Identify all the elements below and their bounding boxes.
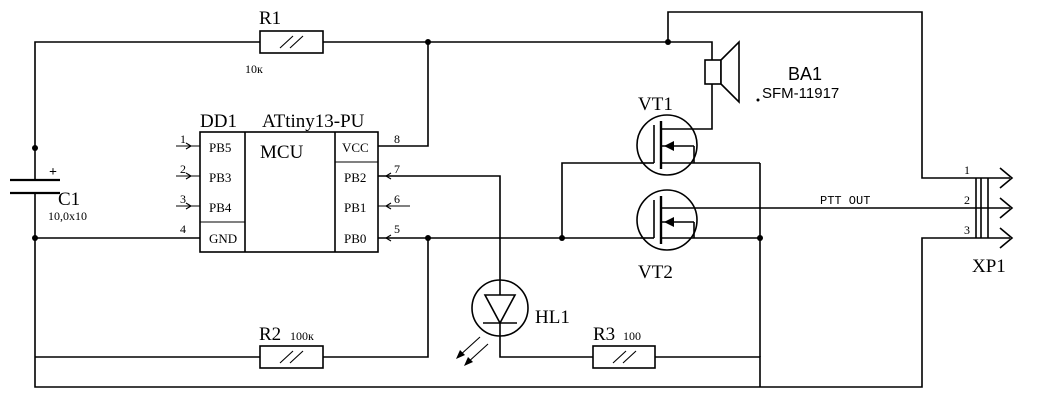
junction-dot [425,39,431,45]
pin-name: GND [209,231,237,246]
resistor-r2: R2 100к [259,324,324,369]
xp1-ref: XP1 [972,256,1006,277]
net-label-ptt-out: PTT OUT [820,194,870,208]
pin-number: 8 [394,132,400,146]
wire-top-rail [34,41,260,148]
junction-dot [757,235,763,241]
c1-value: 10,0х10 [48,209,87,223]
xp1-pin-3: 3 [964,223,970,237]
r3-ref: R3 [593,324,615,345]
connector-xp1: 1 2 3 XP1 [964,163,1014,277]
c1-ref: C1 [58,189,80,210]
pin-number: 6 [394,192,400,206]
wire-vcc [378,42,429,147]
dd1-part: ATtiny13-PU [262,111,365,132]
speaker-polarity-dot [756,98,760,102]
dd1-type: MCU [260,142,304,163]
xp1-pin-2: 2 [964,193,970,207]
pin-name: PB0 [344,231,366,246]
pin-name: PB1 [344,200,366,215]
mosfet-vt2: VT2 [636,189,698,283]
c1-polarity: + [49,165,57,180]
ba1-ref: BA1 [788,64,822,84]
wire-connector-pin1 [667,11,1010,179]
ba1-value: SFM-11917 [762,85,839,102]
pin-number: 3 [180,192,186,206]
junction-dot [425,235,431,241]
wire-r3-right [655,356,761,387]
mosfet-vt1: VT1 [636,94,698,176]
resistor-r1: R1 10к [245,8,324,76]
wire-speaker-vt1 [694,84,713,130]
pin-name: PB4 [209,200,232,215]
wire-hl1-r3 [499,333,593,358]
wire-ground-rail [34,198,1010,388]
junctions [32,39,763,241]
pin-number: 2 [180,162,186,176]
wires [34,11,1010,388]
pin-number: 4 [180,222,186,236]
capacitor-c1: + C1 10,0х10 [10,148,87,223]
r1-ref: R1 [259,8,281,29]
wire-vt1-gate [561,162,640,238]
pin-number: 1 [180,132,186,146]
pin-io-mark [384,234,392,242]
dd1-ref: DD1 [200,111,237,132]
r2-ref: R2 [259,324,281,345]
pin-io-mark [185,142,193,150]
pin-io-mark [185,172,193,180]
r3-value: 100 [623,329,641,343]
pin-name: PB3 [209,170,231,185]
junction-dot [665,39,671,45]
led-hl1: HL1 [456,279,570,366]
pin-name: VCC [342,140,369,155]
r2-value: 100к [290,329,314,343]
vt1-ref: VT1 [638,94,673,115]
pin-name: PB2 [344,170,366,185]
r1-value: 10к [245,62,263,76]
pin-io-mark [384,172,392,180]
wire-speaker-plus [668,41,713,60]
speaker-ba1: BA1 SFM-11917 [704,40,839,104]
wire-r2-right [323,238,429,358]
pin-io-mark [384,202,392,210]
wire-pb2-hl1 [378,175,501,283]
pin-number: 5 [394,222,400,236]
xp1-pin-1: 1 [964,163,970,177]
junction-dot [32,235,38,241]
resistor-r3: R3 100 [592,324,656,369]
pin-number: 7 [394,162,400,176]
junction-dot [559,235,565,241]
ic-dd1: DD1 ATtiny13-PU MCU PB5 PB3 PB4 GND 1 2 … [176,111,410,253]
pin-name: PB5 [209,140,231,155]
vt2-ref: VT2 [638,262,673,283]
pin-io-mark [185,202,193,210]
hl1-ref: HL1 [535,307,570,328]
